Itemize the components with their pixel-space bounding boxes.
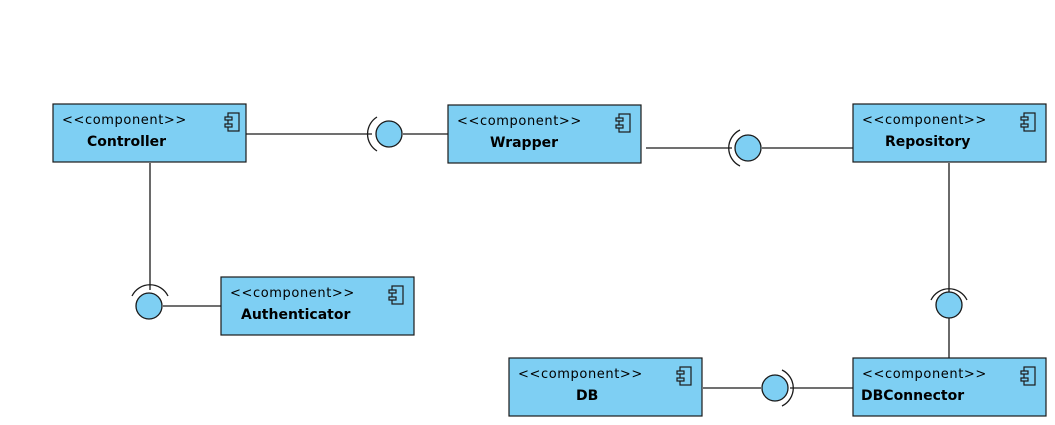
component-stereotype: <<component>>: [230, 286, 355, 301]
component-icon: [676, 366, 692, 386]
db-interface-ball: [761, 374, 789, 402]
component-name: DB: [576, 388, 598, 404]
component-stereotype: <<component>>: [62, 113, 187, 128]
component-box: [852, 357, 1047, 417]
wrapper-socket: [728, 129, 741, 167]
component-authenticator[interactable]: <<component>> Authenticator: [220, 276, 415, 336]
component-box: [508, 357, 703, 417]
component-box: [52, 103, 247, 163]
component-box: [852, 103, 1047, 163]
component-box: [447, 104, 642, 164]
component-icon: [615, 113, 631, 133]
connectors: [131, 116, 968, 407]
component-icon: [388, 285, 404, 305]
component-name: DBConnector: [861, 388, 964, 404]
wrapper-interface-ball: [375, 120, 403, 148]
component-stereotype: <<component>>: [862, 113, 987, 128]
component-box: [220, 276, 415, 336]
component-stereotype: <<component>>: [862, 367, 987, 382]
component-stereotype: <<component>>: [457, 114, 582, 129]
dbconnector-socket: [781, 369, 794, 407]
component-icon: [1020, 112, 1036, 132]
component-db[interactable]: <<component>> DB: [508, 357, 703, 417]
controller-socket: [366, 116, 378, 152]
component-controller[interactable]: <<component>> Controller: [52, 103, 247, 163]
component-stereotype: <<component>>: [518, 367, 643, 382]
component-name: Authenticator: [241, 307, 350, 323]
dbconnector-interface-ball: [935, 291, 963, 319]
component-name: Controller: [87, 134, 166, 150]
component-name: Wrapper: [490, 135, 558, 151]
repository-socket: [930, 288, 968, 301]
component-repository[interactable]: <<component>> Repository: [852, 103, 1047, 163]
component-dbconnector[interactable]: <<component>> DBConnector: [852, 357, 1047, 417]
authenticator-interface-ball: [135, 292, 163, 320]
component-icon: [1020, 366, 1036, 386]
controller-auth-socket: [131, 284, 169, 297]
repository-interface-ball: [734, 134, 762, 162]
component-wrapper[interactable]: <<component>> Wrapper: [447, 104, 642, 164]
component-name: Repository: [885, 134, 970, 150]
component-icon: [224, 112, 240, 132]
